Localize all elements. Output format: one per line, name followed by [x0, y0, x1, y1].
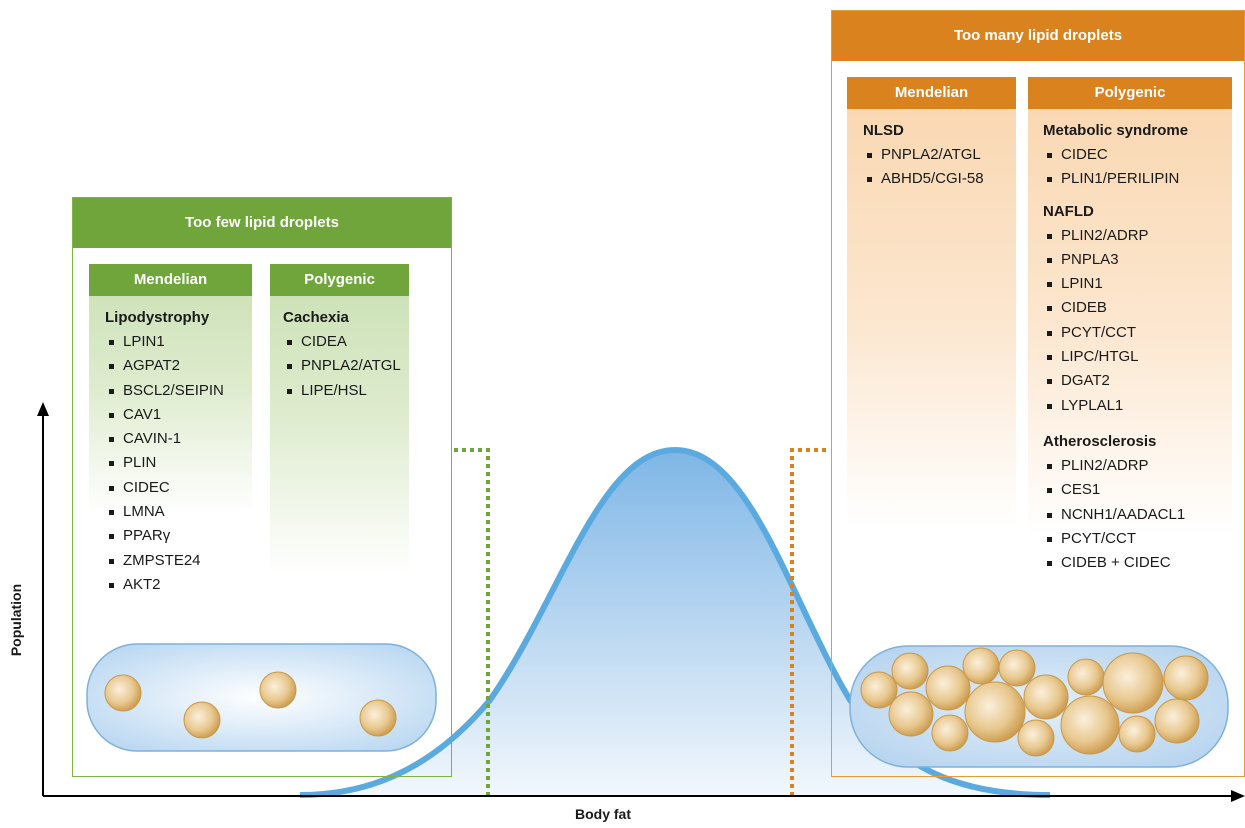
too-few-lipid-droplets-panel: Too few lipid droplets Mendelian Lipodys… [72, 197, 452, 777]
many-mendelian-header: Mendelian [847, 77, 1016, 109]
lean-adipocyte-illustration [86, 643, 437, 752]
lipid-droplet [1023, 674, 1069, 720]
y-axis-label: Population [8, 583, 24, 657]
lipid-droplet [1060, 695, 1120, 755]
gene-item: DGAT2 [1043, 369, 1232, 393]
lipid-droplet [931, 714, 969, 752]
x-axis-arrow [1231, 790, 1245, 802]
high-threshold-line [790, 448, 826, 796]
gene-item: PLIN1/PERILIPIN [1043, 167, 1232, 191]
metabolic-syndrome-heading: Metabolic syndrome [1043, 122, 1189, 139]
obese-adipocyte-illustration [849, 645, 1229, 768]
lipid-droplet [925, 665, 971, 711]
gene-item: CAVIN-1 [105, 427, 252, 451]
gene-item: PCYT/CCT [1043, 527, 1232, 551]
gene-item: PLIN [105, 451, 252, 475]
lipid-droplet [891, 652, 929, 690]
too-many-title: Too many lipid droplets [832, 11, 1244, 61]
few-polygenic-header: Polygenic [270, 264, 409, 296]
few-mendelian-column: Mendelian Lipodystrophy LPIN1 AGPAT2 BSC… [89, 264, 252, 593]
too-few-title: Too few lipid droplets [73, 198, 451, 248]
gene-item: NCNH1/AADACL1 [1043, 503, 1232, 527]
nafld-heading: NAFLD [1043, 202, 1094, 220]
gene-item: LMNA [105, 500, 252, 524]
gene-item: PPARγ [105, 524, 252, 548]
gene-item: LIPE/HSL [283, 379, 409, 403]
gene-item: CES1 [1043, 478, 1232, 502]
lipid-droplet [104, 674, 142, 712]
population-curve-area [300, 450, 1050, 795]
too-many-lipid-droplets-panel: Too many lipid droplets Mendelian NLSD P… [831, 10, 1245, 777]
gene-item: PNPLA3 [1043, 248, 1232, 272]
gene-item: ABHD5/CGI-58 [863, 167, 1016, 191]
low-threshold-line [454, 448, 490, 796]
gene-item: CIDEC [105, 476, 252, 500]
lipid-droplet [1017, 719, 1055, 757]
cachexia-heading: Cachexia [283, 309, 349, 326]
few-polygenic-column: Polygenic Cachexia CIDEA PNPLA2/ATGL LIP… [270, 264, 409, 574]
lipid-droplet [183, 701, 221, 739]
gene-item: CIDEC [1043, 143, 1232, 167]
gene-item: LIPC/HTGL [1043, 345, 1232, 369]
gene-item: CIDEB [1043, 296, 1232, 320]
nlsd-heading: NLSD [863, 122, 904, 139]
gene-item: PCYT/CCT [1043, 321, 1232, 345]
gene-item: PLIN2/ADRP [1043, 454, 1232, 478]
gene-item: LPIN1 [1043, 272, 1232, 296]
y-axis-arrow [37, 402, 49, 416]
many-polygenic-column: Polygenic Metabolic syndrome CIDEC PLIN1… [1028, 77, 1232, 571]
few-mendelian-header: Mendelian [89, 264, 252, 296]
gene-item: LPIN1 [105, 330, 252, 354]
many-polygenic-header: Polygenic [1028, 77, 1232, 109]
lipid-droplet [962, 647, 1000, 685]
gene-item: AKT2 [105, 573, 252, 597]
lipid-droplet [888, 691, 934, 737]
lipid-droplet [259, 671, 297, 709]
gene-item: AGPAT2 [105, 354, 252, 378]
lipid-droplet [1154, 698, 1200, 744]
gene-item: PNPLA2/ATGL [863, 143, 1016, 167]
gene-item: CAV1 [105, 403, 252, 427]
atherosclerosis-heading: Atherosclerosis [1043, 432, 1157, 450]
gene-item: CIDEA [283, 330, 409, 354]
lipid-droplet [1163, 655, 1209, 701]
lipid-droplet [359, 699, 397, 737]
gene-item: PLIN2/ADRP [1043, 224, 1232, 248]
gene-item: ZMPSTE24 [105, 549, 252, 573]
lipid-droplet [964, 681, 1026, 743]
lipodystrophy-heading: Lipodystrophy [105, 309, 210, 326]
gene-item: LYPLAL1 [1043, 394, 1232, 418]
x-axis-label: Body fat [575, 806, 631, 822]
gene-item: BSCL2/SEIPIN [105, 379, 252, 403]
lipid-droplet [1102, 652, 1164, 714]
gene-item: CIDEB + CIDEC [1043, 551, 1232, 575]
lipid-droplet [1118, 715, 1156, 753]
gene-item: PNPLA2/ATGL [283, 354, 409, 378]
lipid-droplet [860, 671, 898, 709]
lipid-droplet [998, 649, 1036, 687]
many-mendelian-column: Mendelian NLSD PNPLA2/ATGL ABHD5/CGI-58 [847, 77, 1016, 527]
lipid-droplet [1067, 658, 1105, 696]
